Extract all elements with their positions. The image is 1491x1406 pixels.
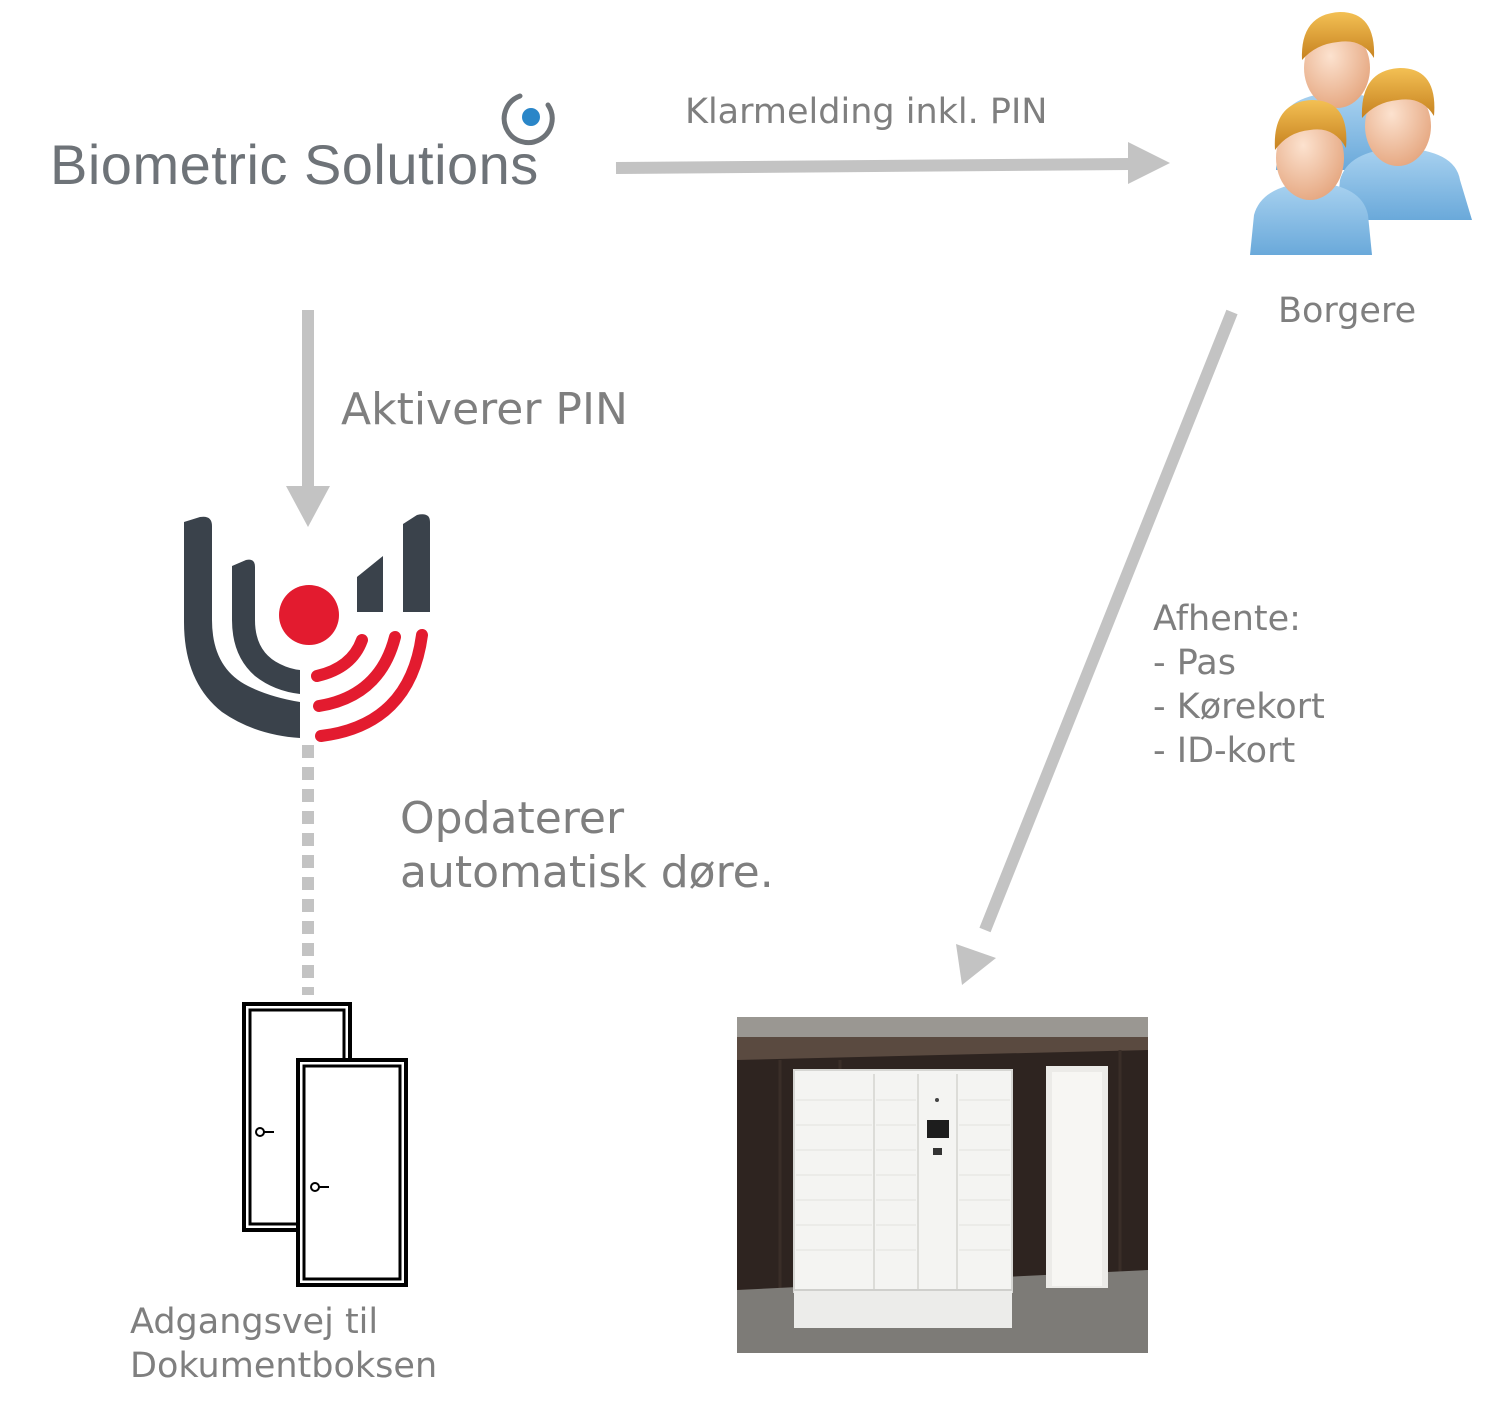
arrow-aktiverer (286, 310, 330, 527)
company-logo-text: Biometric Solutions (50, 133, 539, 196)
document-locker-photo (737, 1017, 1148, 1353)
arrow-afhente (956, 309, 1238, 985)
doors-icon (242, 1002, 408, 1287)
label-adgangsvej: Adgangsvej til Dokumentboksen (130, 1302, 438, 1387)
arrow-klarmelding (615, 142, 1170, 184)
label-aktiverer: Aktiverer PIN (341, 384, 628, 435)
label-borgere: Borgere (1278, 291, 1417, 331)
access-system-logo-icon (184, 514, 430, 742)
citizens-icon (1250, 12, 1472, 255)
biometric-eye-icon (501, 93, 555, 146)
label-afhente: Afhente: - Pas - Kørekort - ID-kort (1153, 599, 1325, 772)
label-klarmelding: Klarmelding inkl. PIN (685, 92, 1048, 132)
label-opdaterer: Opdaterer automatisk døre. (400, 793, 774, 899)
